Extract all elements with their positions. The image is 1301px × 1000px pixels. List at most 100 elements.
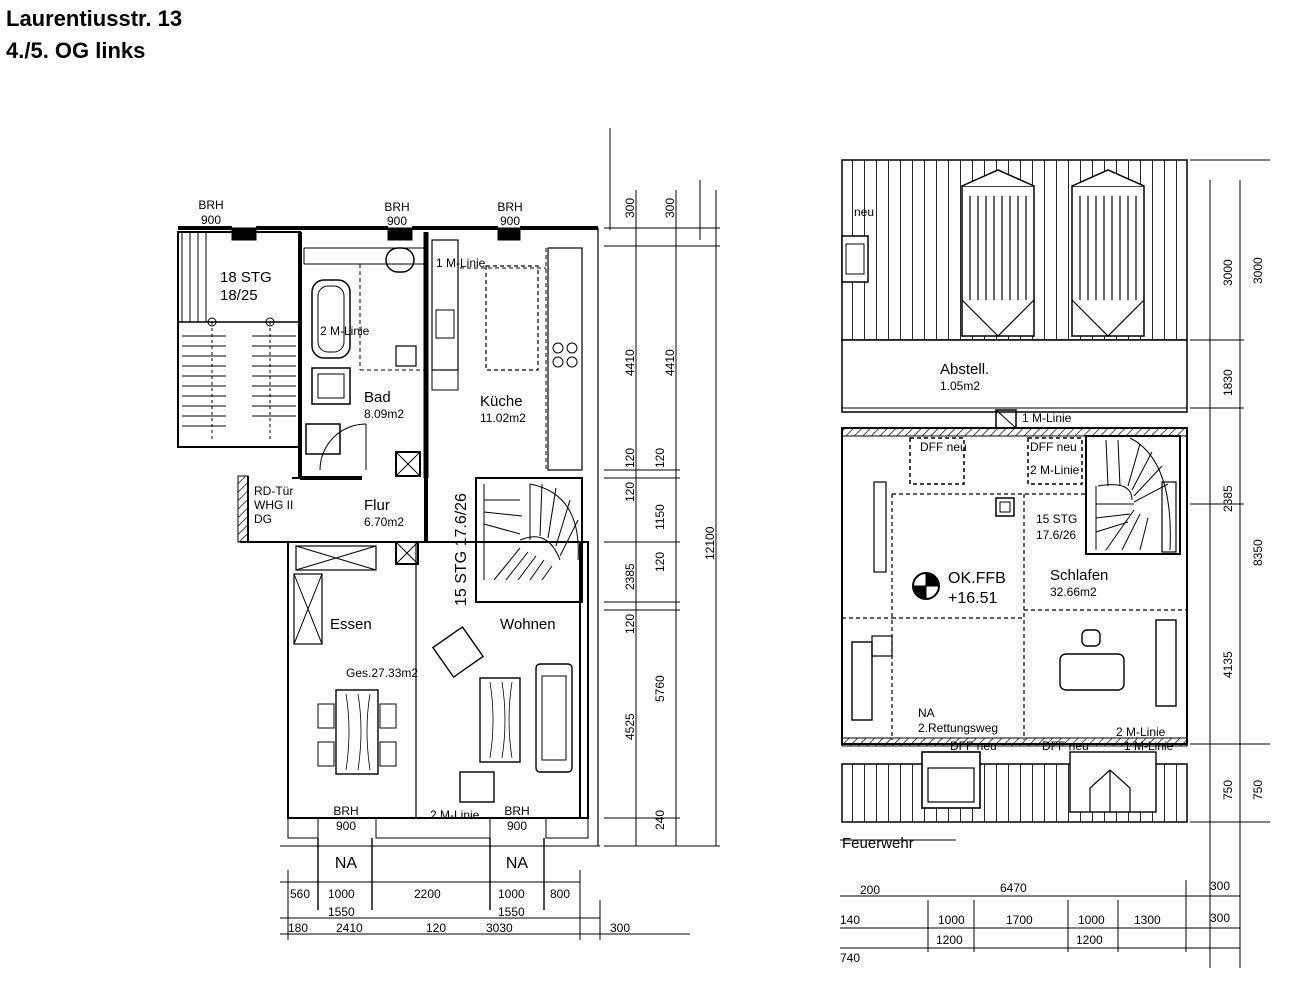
stair-18-ratio: 18/25 <box>220 287 258 304</box>
dff-3: DFF neu <box>950 739 997 753</box>
sofa <box>535 663 573 773</box>
dining-table <box>335 689 379 775</box>
dff-2: DFF neu <box>1030 440 1077 454</box>
dim-r-b2-2: 1700 <box>1006 913 1033 927</box>
dim-l-r2-5: 5760 <box>653 675 667 702</box>
right-plan <box>840 159 1270 968</box>
dim-l-b1-1: 1000 <box>328 887 355 901</box>
dim-r-b2-0: 140 <box>840 913 860 927</box>
dim-r-r1-3: 4135 <box>1221 651 1235 678</box>
abstell-name: Abstell. <box>940 361 989 378</box>
kueche-name: Küche <box>480 393 523 410</box>
dim-r-r2-2: 750 <box>1251 780 1265 800</box>
dim-l-r1-6: 4525 <box>623 713 637 740</box>
dim-l-r1-2: 120 <box>623 448 637 468</box>
level-value: +16.51 <box>948 590 997 607</box>
flur-area: 6.70m2 <box>364 515 404 529</box>
schlafen-area: 32.66m2 <box>1050 585 1097 599</box>
abstell-area: 1.05m2 <box>940 379 980 393</box>
r-na: NA <box>918 706 935 720</box>
dim-l-b1-4: 800 <box>550 887 570 901</box>
dim-r-r2-1: 8350 <box>1251 539 1265 566</box>
armchair <box>431 625 485 679</box>
abstell-room <box>841 339 1188 413</box>
essen-name: Essen <box>330 616 372 633</box>
dim-r-r1-1: 1830 <box>1221 369 1235 396</box>
dim-l-r2-4: 120 <box>653 552 667 572</box>
r-stair-ratio: 17.6/26 <box>1036 528 1076 542</box>
dim-r-b1-1: 6470 <box>1000 881 1027 895</box>
dim-r-r1-0: 3000 <box>1221 259 1235 286</box>
r-stair-name: 15 STG <box>1036 512 1077 526</box>
dim-r-b2-3: 1000 <box>1078 913 1105 927</box>
dim-l-r1-3: 120 <box>623 482 637 502</box>
dim-l-r2-2: 120 <box>653 448 667 468</box>
dim-l-r2-1: 4410 <box>663 349 677 376</box>
r-m-linie-3: 2 M-Linie <box>1116 725 1166 739</box>
brh-value-2: 900 <box>387 214 407 228</box>
brh-label-1: BRH <box>198 198 223 212</box>
washbasin <box>395 345 417 367</box>
shower <box>311 367 351 405</box>
left-plan <box>177 128 720 940</box>
level-label: OK.FFB <box>948 570 1006 587</box>
na-label-1: NA <box>335 855 358 872</box>
plan-address: Laurentiusstr. 13 <box>6 6 183 31</box>
brh-value-3: 900 <box>500 214 520 228</box>
dim-l-b3-0: 180 <box>288 921 308 935</box>
dim-r-b3-0: 1200 <box>936 933 963 947</box>
dim-l-b2-0: 1550 <box>328 905 355 919</box>
r-m-linie-1: 1 M-Linie <box>1022 411 1072 425</box>
schlafen-name: Schlafen <box>1050 567 1108 584</box>
dim-l-r1-0: 300 <box>623 198 637 218</box>
dim-l-r1-5: 120 <box>623 614 637 634</box>
kueche-area: 11.02m2 <box>480 411 526 425</box>
dim-r-b2-4: 1300 <box>1134 913 1161 927</box>
plan-floor: 4./5. OG links <box>6 38 146 63</box>
living-outline <box>287 541 589 819</box>
na-label-2: NA <box>506 855 529 872</box>
brh-value-4: 900 <box>336 819 356 833</box>
neu-label: neu <box>854 205 874 219</box>
dim-l-b2-1: 1550 <box>498 905 525 919</box>
brh-label-3: BRH <box>497 200 522 214</box>
dim-l-r2-3: 1150 <box>653 504 667 530</box>
dim-l-b1-0: 560 <box>290 887 310 901</box>
kitchen-island <box>485 265 539 371</box>
dim-l-b1-2: 2200 <box>414 887 441 901</box>
dff-1: DFF neu <box>920 440 967 454</box>
door-label-1: RD-Tür <box>254 484 293 498</box>
r-m-linie-4: 1 M-Linie <box>1124 739 1174 753</box>
brh-value-1: 900 <box>201 213 221 227</box>
dim-l-r1-7: 240 <box>653 810 667 830</box>
m-linie-2-label: 2 M-Linie <box>320 324 370 338</box>
stair-18-outline <box>177 231 301 448</box>
dim-r-b1-0: 200 <box>860 883 880 897</box>
brh-label-4: BRH <box>333 804 358 818</box>
stair-18-treads <box>182 317 296 440</box>
stair-15-label: 15 STG 17.6/26 <box>453 493 470 606</box>
dim-r-b2-5: 300 <box>1210 911 1230 925</box>
bad-name: Bad <box>364 389 391 406</box>
dim-r-r1-2: 2385 <box>1221 485 1235 512</box>
brh-value-5: 900 <box>507 819 527 833</box>
wc <box>385 247 415 273</box>
dim-l-b3-1: 2410 <box>336 921 363 935</box>
stair-15-right <box>1085 435 1181 555</box>
dim-r-b3-1: 1200 <box>1076 933 1103 947</box>
dim-r-b4-0: 740 <box>840 951 860 965</box>
dim-r-r1-4: 750 <box>1221 780 1235 800</box>
dim-l-r3-0: 12100 <box>703 526 717 560</box>
brh-label-2: BRH <box>384 200 409 214</box>
coffee-table <box>479 677 521 763</box>
dim-r-b1-2: 300 <box>1210 879 1230 893</box>
rettungsweg: 2.Rettungsweg <box>918 721 998 735</box>
dim-l-r1-4: 2385 <box>623 563 637 590</box>
dim-l-r1-1: 4410 <box>623 349 637 376</box>
dim-r-r2-0: 3000 <box>1251 257 1265 284</box>
m-linie-bottom-label: 2 M-Linie <box>430 808 480 822</box>
right-plan-labels: neu Abstell. 1.05m2 1 M-Linie DFF neu DF… <box>840 205 1265 965</box>
dim-l-b3-4: 300 <box>610 921 630 935</box>
dim-l-b3-2: 120 <box>426 921 446 935</box>
